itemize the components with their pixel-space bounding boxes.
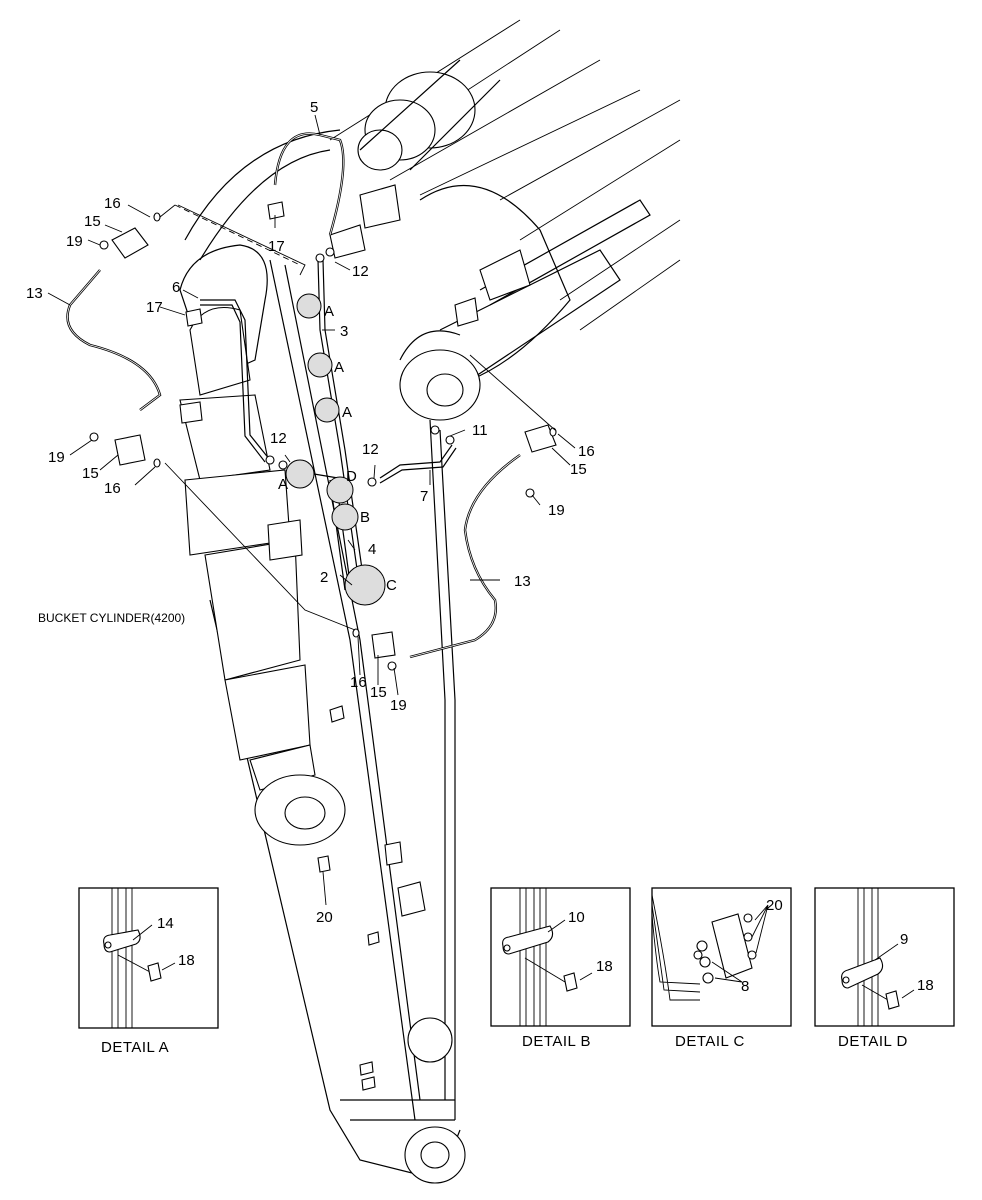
callout-labels: 5 16 15 19 17 12 13 6 17 3 12 12 11 16 1… xyxy=(26,99,595,926)
callout-15: 15 xyxy=(370,684,387,701)
detail-c: 20 8 DETAIL C xyxy=(651,887,792,1050)
diagram-title: BUCKET CYLINDER(4200) xyxy=(38,611,185,625)
detail-d-label-9: 9 xyxy=(900,931,908,948)
detail-b-caption: DETAIL B xyxy=(522,1033,591,1050)
detail-a-caption: DETAIL A xyxy=(101,1039,169,1056)
callout-19: 19 xyxy=(48,449,65,466)
ref-B: B xyxy=(360,509,370,526)
callout-15: 15 xyxy=(84,213,101,230)
detail-d-caption: DETAIL D xyxy=(838,1033,908,1050)
callout-2: 2 xyxy=(320,569,328,586)
detail-a: 14 18 DETAIL A xyxy=(78,887,219,1056)
callout-12: 12 xyxy=(362,441,379,458)
callout-19: 19 xyxy=(390,697,407,714)
fittings xyxy=(89,201,557,873)
detail-c-caption: DETAIL C xyxy=(675,1033,745,1050)
callout-15: 15 xyxy=(570,461,587,478)
ref-A: A xyxy=(334,359,344,376)
callout-17: 17 xyxy=(268,238,285,255)
detail-d: 9 18 DETAIL D xyxy=(814,887,955,1050)
bucket-cylinder xyxy=(179,244,346,846)
boom-structure xyxy=(329,19,681,421)
callout-12: 12 xyxy=(352,263,369,280)
leader-lines xyxy=(47,114,576,906)
callout-12: 12 xyxy=(270,430,287,447)
detail-c-label-20: 20 xyxy=(766,897,783,914)
callout-4: 4 xyxy=(368,541,376,558)
detail-b-label-18: 18 xyxy=(596,958,613,975)
detail-b-label-10: 10 xyxy=(568,909,585,926)
callout-19: 19 xyxy=(548,502,565,519)
callout-3: 3 xyxy=(340,323,348,340)
callout-15: 15 xyxy=(82,465,99,482)
callout-17: 17 xyxy=(146,299,163,316)
detail-markers xyxy=(285,293,386,606)
ref-D: D xyxy=(346,468,357,485)
callout-7: 7 xyxy=(420,488,428,505)
callout-19: 19 xyxy=(66,233,83,250)
arm-structure xyxy=(184,129,466,1184)
callout-16: 16 xyxy=(578,443,595,460)
callout-16: 16 xyxy=(104,195,121,212)
callout-16: 16 xyxy=(350,674,367,691)
detail-d-label-18: 18 xyxy=(917,977,934,994)
detail-b: 10 18 DETAIL B xyxy=(490,887,631,1050)
callout-6: 6 xyxy=(172,279,180,296)
ref-A: A xyxy=(342,404,352,421)
detail-a-label-14: 14 xyxy=(157,915,174,932)
ref-A: A xyxy=(324,303,334,320)
callout-20: 20 xyxy=(316,909,333,926)
callout-13: 13 xyxy=(26,285,43,302)
ref-C: C xyxy=(386,577,397,594)
callout-16: 16 xyxy=(104,480,121,497)
ref-A: A xyxy=(278,476,288,493)
callout-13: 13 xyxy=(514,573,531,590)
detail-a-label-18: 18 xyxy=(178,952,195,969)
detail-c-label-8: 8 xyxy=(741,978,749,995)
callout-5: 5 xyxy=(310,99,318,116)
callout-11: 11 xyxy=(472,422,488,439)
